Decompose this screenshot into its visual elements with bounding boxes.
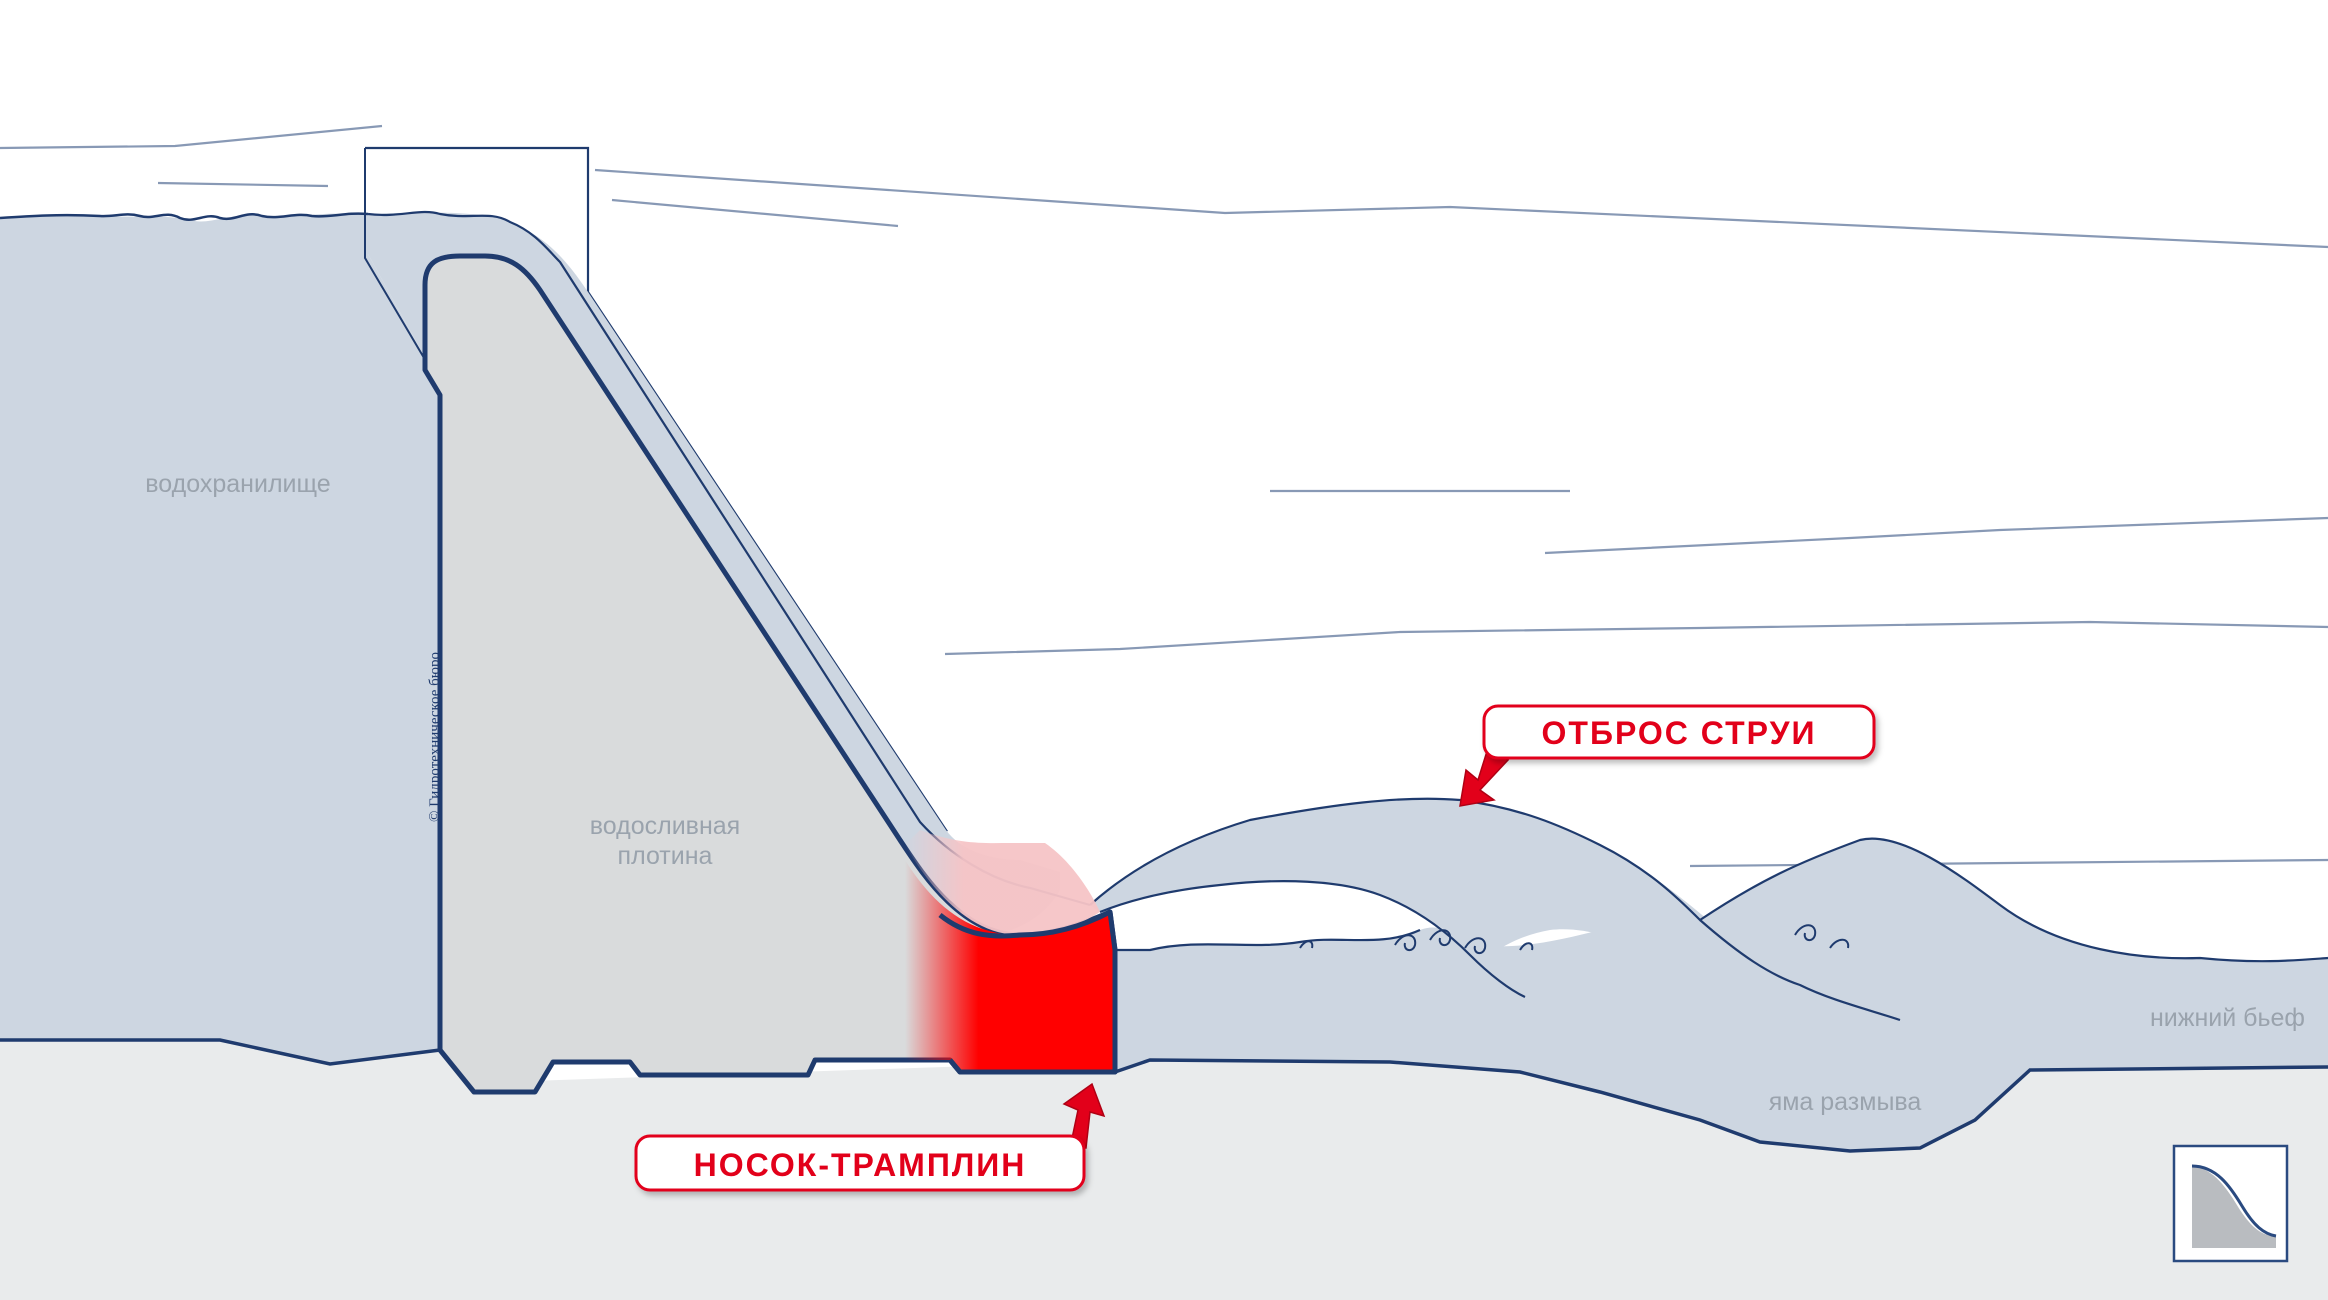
callout-jet-text: ОТБРОС СТРУИ [1542,715,1817,751]
scour-pit-label: яма размыва [1769,1088,1922,1116]
callout-ski-jump-text: НОСОК-ТРАМПЛИН [694,1147,1027,1183]
water-jet-upper [1089,797,1901,1022]
ski-jump-outline [938,909,1118,1075]
spillway-profile-icon [2172,1144,2289,1263]
sky-lines [0,124,2328,882]
reservoir-label: водохранилище [145,470,330,498]
callout-jet: ОТБРОС СТРУИ [1459,704,1876,807]
ski-jump-highlight [905,860,1115,1072]
callout-ski-jump-arrow [1062,1082,1106,1149]
turbulent-curls [1299,924,1850,954]
callout-jet-arrow [1459,746,1510,807]
dam-label-line2: плотина [618,842,713,870]
dam-label-line1: водосливная [590,812,740,840]
tailwater-label: нижний бьеф [2150,1004,2305,1032]
water-jet [1090,798,1860,1040]
ground [0,1040,2328,1300]
tailwater-surface [1115,837,2328,963]
ski-jump-water-highlight [905,830,1100,935]
callout-jet-box [1482,704,1876,760]
callout-ski-jump: НОСОК-ТРАМПЛИН [634,1082,1106,1192]
callout-ski-jump-box [634,1134,1086,1192]
reservoir-surface [0,212,369,221]
water-jet-lower [1099,880,1526,998]
ground-profile [0,1038,2328,1153]
copyright-text: © Гидротехническое бюро [427,652,443,822]
reservoir-water [0,213,440,1064]
dam-upstream-thin-line [364,148,441,386]
